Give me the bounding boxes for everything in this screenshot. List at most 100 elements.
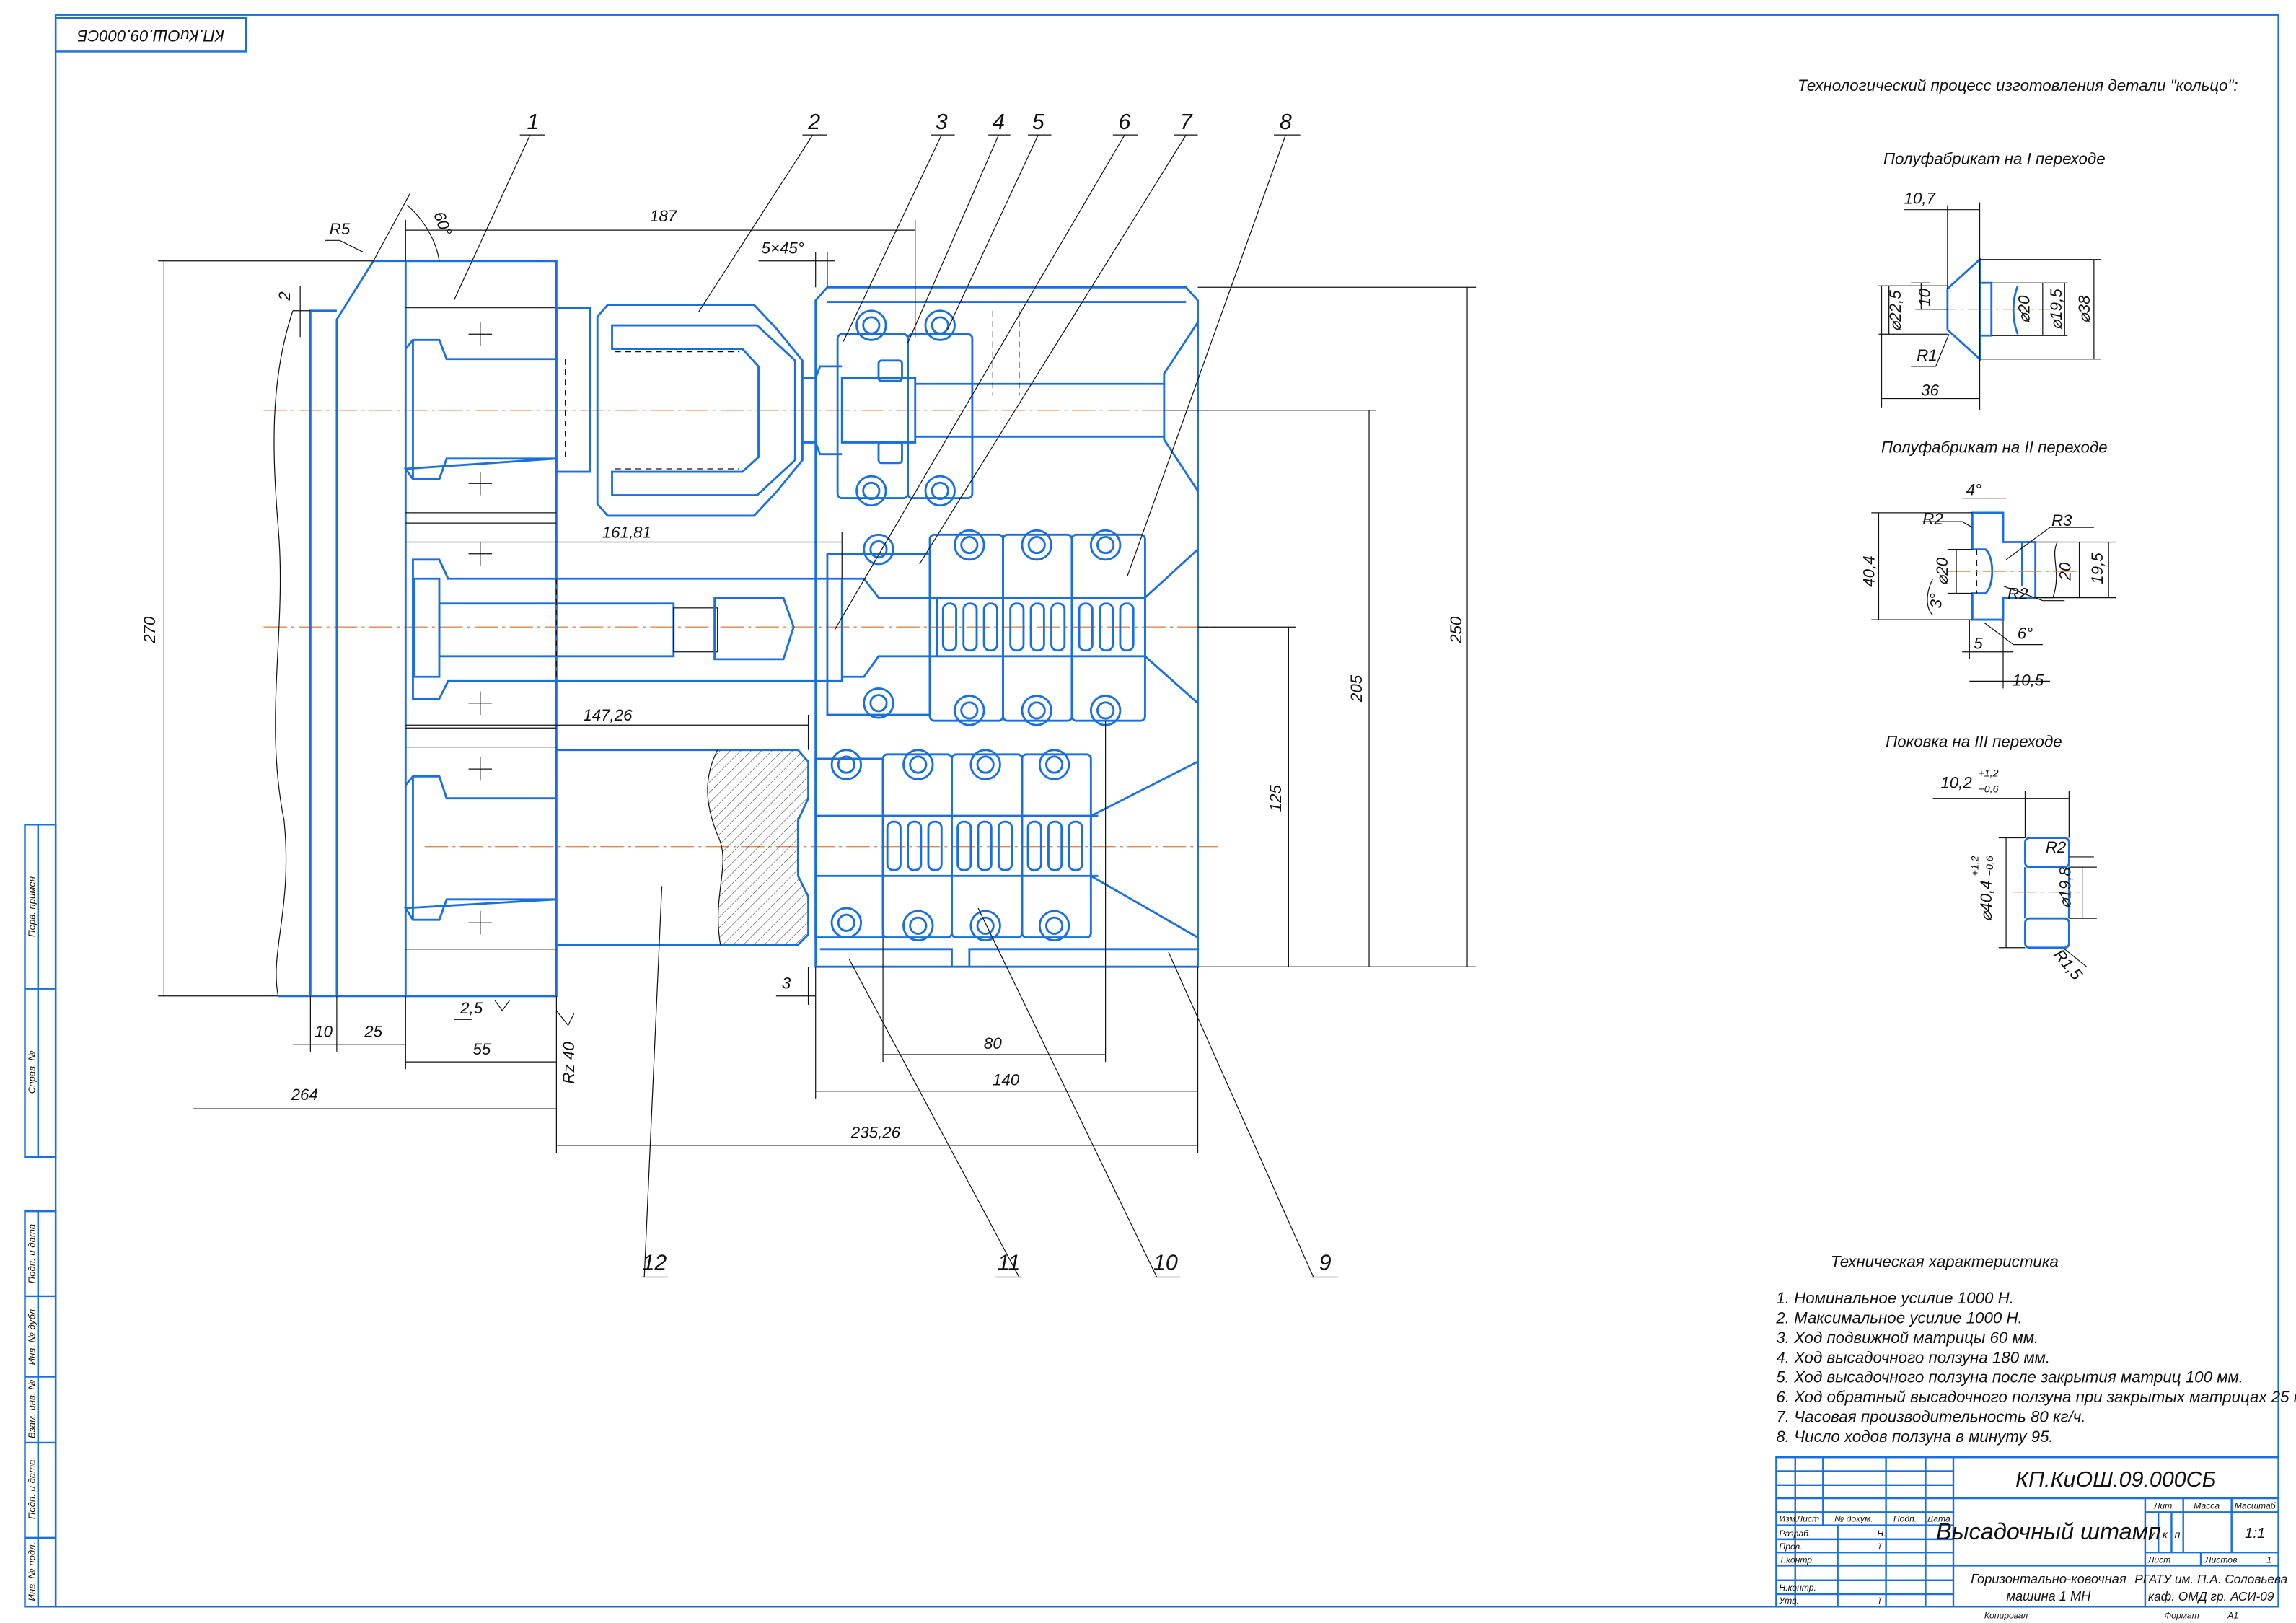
dim-187: 187 — [650, 207, 678, 225]
header-izm: Изм. — [1779, 1514, 1798, 1524]
step2-dim: 6° — [2018, 624, 2033, 642]
tech-item: 3. Ход подвижной матрицы 60 мм. — [1776, 1329, 2038, 1347]
tech-item: 8. Число ходов ползуна в минуту 95. — [1776, 1428, 2053, 1446]
tech-item: 2. Максимальное усилие 1000 Н. — [1775, 1308, 2022, 1327]
part-number-1: 1 — [527, 110, 539, 134]
copied-label: Копировал — [1984, 1611, 2028, 1621]
step2-dim: 3° — [1927, 593, 1945, 608]
step2-dim: 20 — [2056, 562, 2074, 581]
dim-3: 3 — [782, 975, 791, 993]
tech-title: Техническая характеристика — [1831, 1252, 2059, 1270]
sheets-label: Листов — [2204, 1554, 2237, 1565]
step2-sketch: 4° R2 R3 40,4 ⌀20 3° R2 20 19,5 6° 5 10,… — [1860, 481, 2116, 689]
side-label: Взам. инв. № — [27, 1379, 38, 1438]
step3-title: Поковка на III переходе — [1886, 733, 2062, 751]
lower-die-segments — [814, 753, 1099, 938]
dim-270: 270 — [141, 616, 159, 644]
step3-dim: R2 — [2046, 838, 2067, 856]
step2-dim: ⌀20 — [1933, 557, 1951, 585]
role-approved: Утв. — [1778, 1596, 1799, 1606]
tech-characteristics: Техническая характеристика 1. Номинально… — [1775, 1252, 2296, 1446]
title-subtitle: машина 1 МН — [2007, 1588, 2092, 1604]
step2-dim: 10,5 — [2013, 671, 2044, 689]
dim-chamfer: 5×45° — [762, 239, 804, 258]
step3-tolerance: −0,6 — [1984, 856, 1996, 876]
sheets-value: 1 — [2266, 1554, 2271, 1565]
title-designation: КП.КиОШ.09.000СБ — [2015, 1467, 2216, 1492]
break-line — [273, 310, 294, 996]
part-number-9: 9 — [1319, 1250, 1332, 1275]
dim-80: 80 — [984, 1034, 1002, 1052]
part-number-6: 6 — [1119, 110, 1131, 134]
part-number-7: 7 — [1180, 110, 1193, 134]
side-label: Инв. № подл. — [27, 1542, 38, 1601]
header-doc: № докум. — [1834, 1514, 1873, 1524]
part-2-nut — [555, 304, 843, 517]
dim-140: 140 — [993, 1071, 1020, 1089]
step1-dim: ⌀19,5 — [2047, 289, 2065, 330]
lit-value: к — [2163, 1529, 2168, 1541]
part-number-11: 11 — [998, 1250, 1021, 1275]
step2-dim: 4° — [1966, 481, 1981, 499]
dim-2: 2 — [276, 291, 294, 302]
role-mark: ї — [1878, 1596, 1881, 1606]
title-block: КП.КиОШ.09.000СБ Высадочный штамп Горизо… — [1775, 1456, 2287, 1621]
surface-roughness-rz40: Rz 40 — [560, 1042, 578, 1084]
title-name: Высадочный штамп — [1936, 1518, 2161, 1544]
title-organization: каф. ОМД гр. АСИ-09 — [2148, 1589, 2274, 1604]
dim-205: 205 — [1347, 674, 1365, 703]
dimension-lines — [158, 193, 1477, 1153]
step2-dim: R2 — [2007, 585, 2028, 603]
step2-dim: 5 — [1974, 635, 1983, 653]
role-norm-control: Н.контр. — [1779, 1583, 1816, 1593]
middle-die-segments — [826, 533, 1146, 722]
step1-dim: ⌀22,5 — [1886, 290, 1904, 331]
role-mark: Н. — [1877, 1529, 1886, 1539]
dim-125: 125 — [1267, 785, 1285, 812]
dim-250: 250 — [1447, 616, 1465, 644]
mirrored-designation: КП.КиОШ.09.000СБ — [77, 27, 224, 45]
step1-dim: R1 — [1917, 346, 1937, 364]
part-number-12: 12 — [642, 1250, 667, 1275]
header-date: Дата — [1926, 1514, 1950, 1524]
format-value: A1 — [2227, 1611, 2238, 1621]
side-label: Подп. и дата — [27, 1460, 38, 1520]
step3-dim: R1,5 — [2050, 946, 2086, 984]
slide-plate — [309, 260, 557, 996]
tech-item: 7. Часовая производительность 80 кг/ч. — [1776, 1407, 2085, 1425]
step1-dim: 10 — [1916, 288, 1934, 306]
top-stamp: КП.КиОШ.09.000СБ — [54, 17, 247, 53]
step1-dim: ⌀20 — [2015, 295, 2033, 323]
side-label: Перв. примен — [27, 876, 38, 937]
side-label: Инв. № дубл. — [27, 1306, 38, 1365]
step2-dim: 40,4 — [1860, 555, 1878, 586]
step3-dim: 10,2 — [1940, 774, 1972, 792]
sheet-frame — [54, 14, 2279, 1608]
step3-dim: ⌀19,8 — [2056, 867, 2074, 908]
tech-item: 5. Ход высадочного ползуна после закрыти… — [1776, 1368, 2243, 1386]
dim-161-81: 161,81 — [602, 523, 651, 541]
step1-sketch: 10,7 10 ⌀22,5 R1 36 ⌀20 ⌀19,5 ⌀38 — [1878, 190, 2102, 410]
part-number-4: 4 — [993, 110, 1005, 134]
dim-60deg: 60° — [430, 209, 455, 238]
screw-heads — [830, 309, 1122, 942]
lit-label: Лит. — [2153, 1500, 2174, 1510]
header-podp: Подп. — [1893, 1514, 1917, 1524]
part-12-insert — [556, 749, 809, 946]
step3-sketch: 10,2 +1,2 −0,6 R2 ⌀40,4 +1,2 −0,6 ⌀19,8 … — [1932, 767, 2097, 984]
dim-264: 264 — [291, 1086, 318, 1104]
lit-value: п — [2175, 1529, 2181, 1541]
dim-55: 55 — [472, 1040, 491, 1058]
format-label: Формат — [2165, 1611, 2199, 1621]
title-organization: РГАТУ им. П.А. Соловьева — [2134, 1572, 2287, 1586]
role-tech-control: Т.контр. — [1779, 1554, 1814, 1565]
side-label: Подп. и дата — [27, 1224, 38, 1284]
role-developed: Разраб. — [1779, 1529, 1811, 1539]
role-mark: ї — [1878, 1541, 1881, 1552]
tech-item: 4. Ход высадочного ползуна 180 мм. — [1776, 1348, 2050, 1366]
step1-dim: 36 — [1921, 381, 1939, 399]
dim-10: 10 — [315, 1023, 333, 1041]
part-number-10: 10 — [1153, 1250, 1178, 1275]
step3-dim: ⌀40,4 — [1977, 880, 1995, 921]
step1-title: Полуфабрикат на I переходе — [1883, 150, 2106, 168]
